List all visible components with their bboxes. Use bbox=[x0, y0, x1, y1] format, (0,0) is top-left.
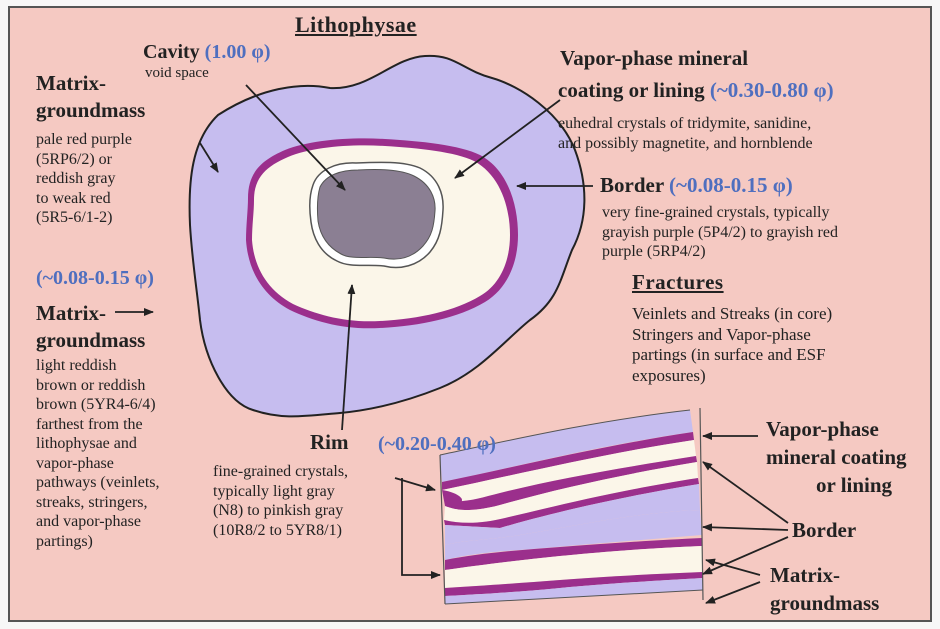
vapor-lining-label-text: coating or lining bbox=[558, 78, 705, 102]
vapor-lining-phi: (~0.30-0.80 φ) bbox=[710, 78, 834, 102]
matrix-top-desc-line: to weak red bbox=[36, 189, 132, 209]
arrow-fracture-border-b bbox=[703, 527, 788, 530]
fractures-title: Fractures bbox=[632, 272, 724, 293]
vapor-lining-label-1: Vapor-phase mineral bbox=[560, 48, 748, 69]
vapor-lining-desc-line: euhedral crystals of tridymite, sanidine… bbox=[558, 114, 813, 134]
cavity-void bbox=[317, 170, 435, 260]
matrix-outer-desc-line: vapor-phase bbox=[36, 454, 160, 474]
matrix-outer-phi: (~0.08-0.15 φ) bbox=[36, 268, 154, 288]
fractures-desc: Veinlets and Streaks (in core) Stringers… bbox=[632, 304, 832, 387]
fracture-vapor-label-line: mineral coating bbox=[766, 444, 907, 472]
fractures-desc-line: Stringers and Vapor-phase bbox=[632, 325, 832, 346]
rim-desc: fine-grained crystals, typically light g… bbox=[213, 462, 348, 540]
matrix-outer-desc-line: farthest from the bbox=[36, 415, 160, 435]
fractures-desc-line: Veinlets and Streaks (in core) bbox=[632, 304, 832, 325]
vapor-lining-desc: euhedral crystals of tridymite, sanidine… bbox=[558, 114, 813, 153]
matrix-outer-desc-line: brown or reddish bbox=[36, 376, 160, 396]
fracture-vapor-label-line: Vapor-phase bbox=[766, 416, 907, 444]
cavity-phi: (1.00 φ) bbox=[205, 41, 271, 63]
vapor-lining-desc-line: and possibly magnetite, and hornblende bbox=[558, 134, 813, 154]
fracture-matrix-label: Matrix- groundmass bbox=[770, 562, 879, 618]
cavity-name: Cavity bbox=[143, 41, 200, 63]
arrow-rim-bottom bbox=[402, 478, 440, 575]
matrix-outer-label: Matrix- groundmass bbox=[36, 300, 145, 355]
rim-desc-line: (N8) to pinkish gray bbox=[213, 501, 348, 521]
border-desc: very fine-grained crystals, typically gr… bbox=[602, 203, 838, 262]
rim-label: Rim bbox=[310, 432, 349, 453]
matrix-outer-label-line: Matrix- bbox=[36, 300, 145, 327]
border-desc-line: purple (5RP4/2) bbox=[602, 242, 838, 262]
arrow-fracture-matrix-a bbox=[706, 560, 760, 575]
matrix-outer-label-line: groundmass bbox=[36, 327, 145, 354]
cavity-desc: void space bbox=[145, 66, 209, 81]
rim-phi: (~0.20-0.40 φ) bbox=[378, 434, 496, 454]
fracture-vapor-label: Vapor-phase mineral coating or lining bbox=[766, 416, 907, 500]
matrix-top-label: Matrix- groundmass bbox=[36, 70, 145, 125]
fractures-desc-line: partings (in surface and ESF bbox=[632, 345, 832, 366]
matrix-top-desc-line: (5RP6/2) or bbox=[36, 150, 132, 170]
fracture-matrix-label-line: Matrix- bbox=[770, 562, 879, 590]
rim-desc-line: fine-grained crystals, bbox=[213, 462, 348, 482]
matrix-top-label-line: groundmass bbox=[36, 97, 145, 124]
matrix-top-label-line: Matrix- bbox=[36, 70, 145, 97]
arrow-fracture-matrix-b bbox=[706, 582, 760, 603]
matrix-top-desc-line: reddish gray bbox=[36, 169, 132, 189]
matrix-outer-desc-line: streaks, stringers, bbox=[36, 493, 160, 513]
fracture-border-label: Border bbox=[792, 520, 856, 541]
vapor-lining-label-2: coating or lining (~0.30-0.80 φ) bbox=[558, 80, 834, 101]
border-label: Border (~0.08-0.15 φ) bbox=[600, 175, 793, 196]
rim-desc-line: (10R8/2 to 5YR8/1) bbox=[213, 521, 348, 541]
matrix-outer-desc-line: pathways (veinlets, bbox=[36, 473, 160, 493]
border-desc-line: grayish purple (5P4/2) to grayish red bbox=[602, 223, 838, 243]
matrix-outer-desc-line: lithophysae and bbox=[36, 434, 160, 454]
matrix-outer-desc-line: partings) bbox=[36, 532, 160, 552]
matrix-top-desc-line: (5R5-6/1-2) bbox=[36, 208, 132, 228]
matrix-top-desc: pale red purple (5RP6/2) or reddish gray… bbox=[36, 130, 132, 228]
matrix-outer-desc-line: brown (5YR4-6/4) bbox=[36, 395, 160, 415]
rim-desc-line: typically light gray bbox=[213, 482, 348, 502]
cavity-label: Cavity (1.00 φ) bbox=[143, 42, 270, 62]
diagram-title: Lithophysae bbox=[295, 14, 417, 36]
matrix-outer-desc: light reddish brown or reddish brown (5Y… bbox=[36, 356, 160, 551]
rim-name: Rim bbox=[310, 430, 349, 454]
border-name: Border bbox=[600, 173, 664, 197]
fractures-desc-line: exposures) bbox=[632, 366, 832, 387]
fracture-vapor-label-line: or lining bbox=[766, 472, 907, 500]
arrow-rim-tip bbox=[395, 478, 435, 490]
matrix-top-desc-line: pale red purple bbox=[36, 130, 132, 150]
border-phi: (~0.08-0.15 φ) bbox=[669, 173, 793, 197]
fracture-matrix-label-line: groundmass bbox=[770, 590, 879, 618]
border-desc-line: very fine-grained crystals, typically bbox=[602, 203, 838, 223]
matrix-outer-desc-line: light reddish bbox=[36, 356, 160, 376]
matrix-outer-desc-line: and vapor-phase bbox=[36, 512, 160, 532]
